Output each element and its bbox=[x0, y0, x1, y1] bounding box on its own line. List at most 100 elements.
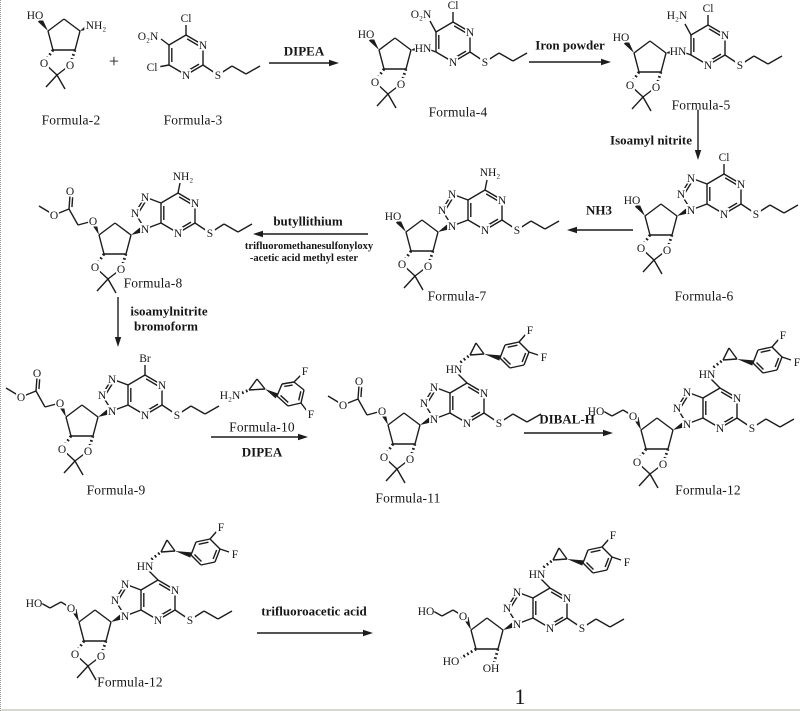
molecule-formula-2: O O HO NH₂ bbox=[27, 9, 108, 90]
reagent-dipea-2: DIPEA bbox=[241, 444, 283, 460]
atom-label: N bbox=[737, 179, 746, 191]
atom-label: N bbox=[716, 423, 725, 435]
label-formula-12-b: Formula-12 bbox=[97, 674, 163, 690]
atom-label: S bbox=[482, 57, 488, 69]
atom-label: O bbox=[84, 446, 92, 458]
atom-label: O bbox=[40, 58, 48, 70]
reagent-isoamyl-nitrite: Isoamyl nitrite bbox=[610, 132, 692, 148]
atom-label: O bbox=[652, 82, 660, 94]
atom-label: N bbox=[171, 585, 180, 597]
label-formula-6: Formula-6 bbox=[674, 288, 734, 304]
atom-label: Br bbox=[139, 353, 151, 365]
atom-label: O bbox=[371, 77, 379, 89]
reaction-arrow bbox=[257, 629, 373, 637]
atom-label: S bbox=[753, 209, 759, 221]
label-formula-5: Formula-5 bbox=[671, 97, 731, 113]
atom-label: N bbox=[704, 60, 713, 72]
atom-label: O bbox=[66, 60, 74, 72]
atom-label: F bbox=[308, 409, 314, 421]
atom-label: HO bbox=[385, 211, 402, 223]
atom-label: N bbox=[513, 587, 522, 599]
atom-label: N bbox=[513, 619, 522, 631]
atom-label: N bbox=[503, 603, 512, 615]
atom-label: O bbox=[66, 186, 74, 198]
atom-label: O bbox=[424, 261, 432, 273]
label-formula-8: Formula-8 bbox=[123, 275, 183, 291]
atom-label: O bbox=[663, 245, 671, 257]
reaction-arrow bbox=[694, 110, 702, 160]
atom-label: N bbox=[481, 225, 490, 237]
atom-label: N bbox=[448, 189, 457, 201]
atom-label: O bbox=[67, 603, 75, 615]
atom-label: N bbox=[683, 419, 692, 431]
atom-label: HN bbox=[699, 369, 716, 381]
atom-label: O bbox=[355, 376, 363, 388]
atom-label: O bbox=[50, 210, 58, 222]
atom-label: HN bbox=[137, 561, 154, 573]
atom-label: S bbox=[737, 60, 743, 72]
atom-label: O₂N bbox=[138, 31, 159, 43]
atom-label: HN bbox=[415, 43, 432, 55]
atom-label: N bbox=[182, 70, 191, 82]
atom-label: N bbox=[687, 173, 696, 185]
atom-label: O bbox=[117, 264, 125, 276]
atom-label: N bbox=[141, 224, 150, 236]
reaction-arrow bbox=[114, 297, 122, 347]
atom-label: N bbox=[131, 208, 140, 220]
reagent-dibal-h: DIBAL-H bbox=[539, 411, 595, 427]
atom-label: N bbox=[158, 380, 167, 392]
atom-label: Cl bbox=[719, 152, 730, 164]
atom-label: O bbox=[378, 406, 386, 418]
atom-label: N bbox=[563, 593, 572, 605]
atom-label: N bbox=[430, 382, 439, 394]
atom-label: HO bbox=[358, 29, 375, 41]
plus-sign: + bbox=[108, 51, 120, 71]
atom-label: N bbox=[480, 388, 489, 400]
atom-label: NH₂ bbox=[86, 20, 107, 32]
atom-label: HO bbox=[26, 598, 43, 610]
atom-label: N bbox=[199, 40, 208, 52]
atom-label: Cl bbox=[703, 3, 714, 15]
atom-label: N bbox=[721, 30, 730, 42]
reaction-arrow bbox=[567, 226, 633, 234]
atom-label: N bbox=[191, 198, 200, 210]
atom-label: O bbox=[97, 651, 105, 663]
atom-label: HO bbox=[443, 656, 460, 668]
atom-label: O bbox=[71, 649, 79, 661]
label-formula-10: Formula-10 bbox=[229, 419, 295, 435]
reagent-butyllithium: butyllithium bbox=[273, 213, 343, 229]
label-formula-2: Formula-2 bbox=[41, 112, 101, 128]
atom-label: S bbox=[514, 225, 520, 237]
atom-label: N bbox=[546, 623, 555, 635]
reagent-nh3: NH3 bbox=[586, 202, 612, 218]
atom-label: S bbox=[215, 70, 221, 82]
label-formula-9: Formula-9 bbox=[86, 482, 146, 498]
atom-label: N bbox=[121, 611, 130, 623]
atom-label: HO bbox=[27, 10, 44, 22]
atom-label: S bbox=[207, 228, 213, 240]
atom-label: N bbox=[108, 406, 117, 418]
reaction-arrow bbox=[529, 58, 611, 66]
atom-label: HO bbox=[418, 606, 435, 618]
atom-label: O bbox=[659, 459, 667, 471]
atom-label: O bbox=[91, 262, 99, 274]
atom-label: S bbox=[579, 623, 585, 635]
atom-label: H₂N bbox=[667, 10, 688, 22]
reagent-iron-powder: Iron powder bbox=[535, 37, 605, 53]
atom-label: F bbox=[780, 330, 786, 342]
atom-label: N bbox=[683, 387, 692, 399]
atom-label: HN bbox=[670, 46, 687, 58]
atom-label: N bbox=[720, 209, 729, 221]
atom-label: F bbox=[232, 549, 238, 561]
atom-label: O bbox=[459, 611, 467, 623]
atom-label: N bbox=[121, 579, 130, 591]
atom-label: HO bbox=[624, 195, 641, 207]
